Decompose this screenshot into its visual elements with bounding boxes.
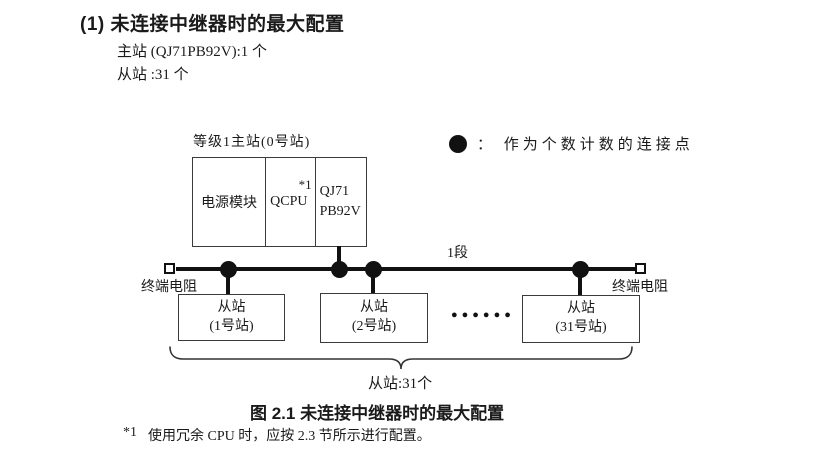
slave-number: (2号站) <box>351 319 397 334</box>
connection-point-dot <box>331 261 348 278</box>
figure-caption: 图 2.1 未连接中继器时的最大配置 <box>250 404 505 423</box>
slave-name: 从站 <box>360 300 388 316</box>
power-module-cell: 电源模块 <box>201 196 258 211</box>
terminator-label-right: 终端电阻 <box>612 280 668 295</box>
slave-count-line: 从站 :31 个 <box>117 67 189 83</box>
ellipsis-dots: ●●●●●● <box>451 309 515 321</box>
network-module-line2: PB92V <box>319 204 361 219</box>
slave-name: 从站 <box>567 301 595 317</box>
cpu-module-cell: *1 QCPU <box>265 158 314 246</box>
slave-station-box-2: 从站 (2号站) <box>320 293 428 343</box>
master-station-label: 等级1主站(0号站) <box>193 135 311 150</box>
brace-label: 从站:31个 <box>368 376 433 392</box>
terminator-label-left: 终端电阻 <box>141 280 197 295</box>
footnote: *1 使用冗余 CPU 时，应按 2.3 节所示进行配置。 <box>123 425 431 445</box>
drop-line-slave1 <box>226 269 230 295</box>
bus-line <box>176 267 635 271</box>
section-title: (1) 未连接中继器时的最大配置 <box>80 14 345 35</box>
footnote-marker: *1 <box>123 425 137 440</box>
master-station-box: 电源模块 *1 QCPU QJ71 PB92V <box>192 157 367 247</box>
slave-name: 从站 <box>217 299 246 315</box>
connection-point-icon <box>449 134 467 153</box>
connection-point-dot <box>220 261 237 278</box>
segment-label: 1段 <box>447 246 468 261</box>
terminating-resistor-icon-left <box>164 263 175 274</box>
brace <box>169 346 633 370</box>
slave-number: (31号站) <box>555 320 607 335</box>
connection-point-dot <box>365 261 382 278</box>
legend: ： 作为个数计数的连接点 <box>449 133 694 154</box>
network-module-cell: QJ71 PB92V <box>314 158 366 246</box>
terminating-resistor-icon-right <box>635 263 646 274</box>
slave-station-box-1: 从站 (1号站) <box>178 294 285 341</box>
slave-number: (1号站) <box>209 318 254 334</box>
legend-text: ： 作为个数计数的连接点 <box>477 137 694 153</box>
cpu-label: QCPU <box>270 194 308 209</box>
master-count-line: 主站 (QJ71PB92V):1 个 <box>117 44 268 60</box>
network-module-line1: QJ71 <box>319 183 350 199</box>
footnote-text: 使用冗余 CPU 时，应按 2.3 节所示进行配置。 <box>148 429 431 444</box>
connection-point-dot <box>572 261 589 278</box>
drop-line-slave2 <box>371 269 375 294</box>
cpu-footnote-ref: *1 <box>298 177 312 192</box>
slave-station-box-31: 从站 (31号站) <box>522 295 640 343</box>
drop-line-master <box>337 246 341 269</box>
drop-line-slave31 <box>578 269 582 296</box>
